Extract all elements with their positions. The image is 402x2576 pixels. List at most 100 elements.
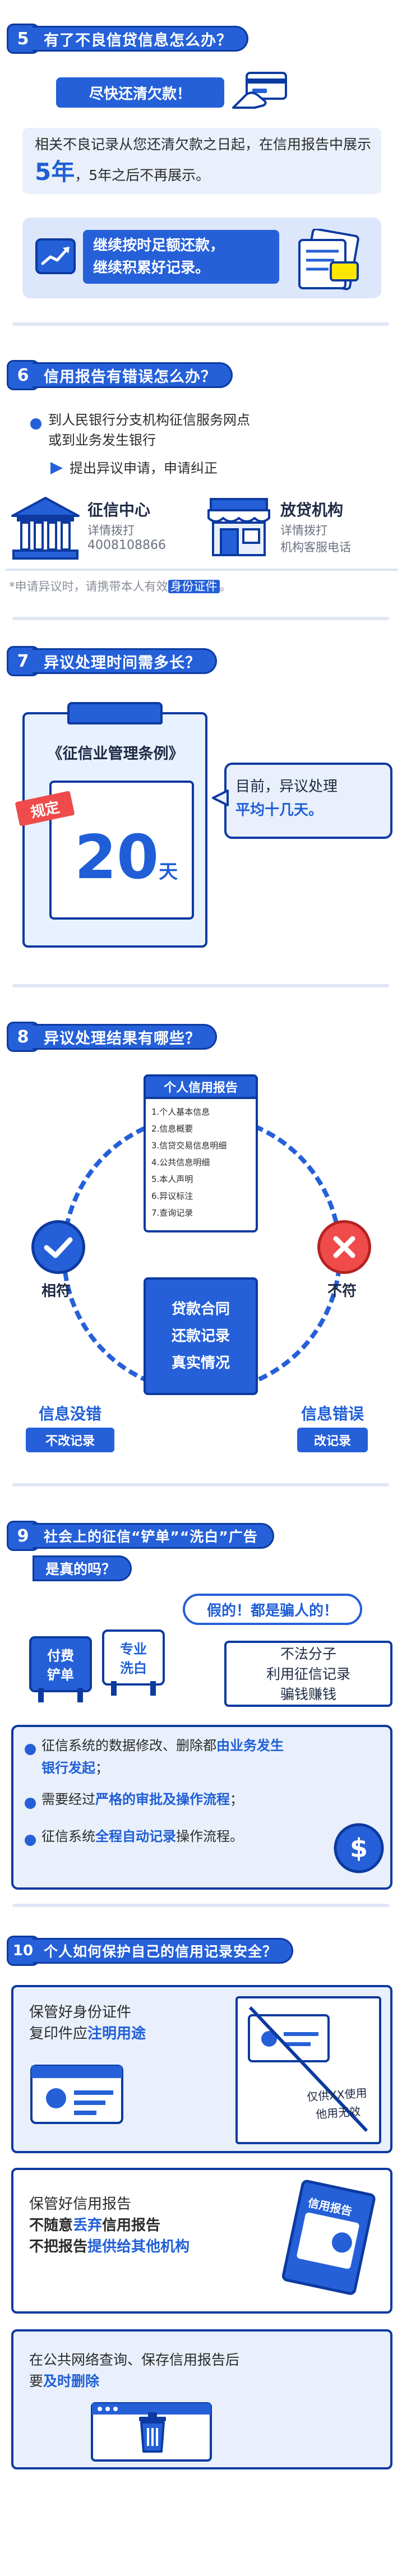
tip-2-line2-highlight: 丢弃 (73, 2217, 103, 2234)
lender-name: 放贷机构 (280, 501, 344, 519)
report-item: 3.信贷交易信息明细 (151, 1141, 227, 1151)
tip-2-line2-prefix: 不随意 (29, 2217, 73, 2234)
fact-3-highlight: 全程自动记录 (95, 1829, 176, 1844)
report-item: 1.个人基本信息 (151, 1107, 210, 1117)
fact-1-highlight: 由业务发生 (216, 1738, 284, 1753)
evidence-line3: 真实情况 (171, 1355, 230, 1372)
facts-card (11, 1725, 392, 1890)
evidence-card: 贷款合同 还款记录 真实情况 (144, 1277, 258, 1395)
rule-text-suffix: ，5年之后不再展示。 (75, 167, 210, 183)
fake-bubble: 假的！都是骗人的！ (183, 1594, 362, 1625)
ad-sign-2 (100, 1627, 167, 1698)
ad-sign-1-line1: 付费 (47, 1648, 74, 1664)
bubble-tail (211, 788, 230, 807)
money-icon: $ (331, 1820, 387, 1876)
check-icon (31, 1220, 85, 1274)
scam-card (224, 1641, 392, 1707)
days-number: 20 (74, 823, 159, 893)
rule-text-line1: 相关不良记录从您还清欠款之日起，在信用报告中展示 (35, 133, 371, 156)
mismatch-label: 不符 (327, 1283, 357, 1300)
stamp-strike (244, 2002, 372, 2136)
fact-2-highlight: 严格的审批及操作流程 (95, 1792, 230, 1807)
ad-sign-1-text: 付费 铲单 (27, 1646, 94, 1684)
credit-report-icon (275, 2178, 381, 2303)
section-10: 10 个人如何保护自己的信用记录安全？ 保管好身份证件 复印件应注明用途 仅供X… (0, 1918, 402, 2576)
divider (12, 617, 389, 620)
tip-1-line1: 保管好身份证件 (29, 2004, 132, 2021)
ad-sign-2-text: 专业 洗白 (100, 1640, 167, 1678)
step-1-line1: 到人民银行分支机构征信服务网点 (48, 412, 250, 428)
report-item: 4.公共信息明细 (151, 1157, 210, 1167)
fact-1-prefix: 征信系统的数据修改、删除都 (41, 1738, 216, 1753)
bullet-dot (25, 1835, 36, 1846)
regulation-title: 《征信业管理条例》 (47, 745, 184, 763)
tip-2-line3: 不把报告提供给其他机构 (29, 2236, 190, 2258)
scam-line1: 不法分子 (280, 1646, 336, 1662)
section-title-bar-2: 是真的吗？ (33, 1555, 132, 1581)
credit-center-name: 征信中心 (87, 501, 151, 519)
rule-text-prefix: 相关不良记录从您还清欠款之日起，在信用报告中展示 (35, 136, 372, 153)
evidence-line1: 贷款合同 (171, 1301, 230, 1318)
section-title-bar: 社会上的征信“铲单”“洗白”广告 (33, 1523, 274, 1549)
section-title-bar: 信用报告有错误怎么办？ (33, 362, 233, 388)
step-2: 提出异议申请，申请纠正 (70, 460, 218, 476)
report-card (144, 1074, 258, 1232)
id-note-highlight: 身份证件 (168, 580, 220, 593)
section-title: 信用报告有错误怎么办？ (44, 368, 216, 386)
bill-cards-icon (289, 228, 373, 290)
section-9-header: 9 社会上的征信“铲单”“洗白”广告 (7, 1520, 394, 1559)
fact-1-line1: 征信系统的数据修改、删除都由业务发生 (41, 1736, 284, 1755)
bullet-dot (25, 1798, 36, 1809)
scam-line2: 利用征信记录 (266, 1666, 350, 1682)
bubble-text-1: 目前，异议处理 (235, 778, 338, 795)
tip-3-line2: 要及时删除 (29, 2371, 239, 2392)
scam-text: 不法分子 利用征信记录 骗钱赚钱 (227, 1644, 390, 1705)
tip-3-line2-prefix: 要 (29, 2373, 44, 2389)
divider (12, 984, 389, 987)
tip-1-text: 保管好身份证件 复印件应注明用途 (29, 2002, 146, 2044)
speech-bubble (224, 763, 392, 839)
section-title: 有了不良信贷信息怎么办？ (44, 31, 232, 49)
credit-center-phone: 4008108866 (87, 538, 166, 552)
report-item: 6.异议标注 (151, 1191, 193, 1201)
fact-2: 需要经过严格的审批及操作流程； (41, 1790, 243, 1809)
fact-1-end: ； (95, 1760, 109, 1776)
result-error: 信息错误 (301, 1405, 364, 1423)
lender-note: 详情拨打 (280, 524, 327, 537)
result-no-error: 信息没错 (38, 1405, 101, 1423)
bank-building-icon (9, 496, 82, 561)
match-label: 相符 (41, 1283, 71, 1300)
trend-chart-icon (35, 238, 76, 275)
clipboard-clip (67, 702, 163, 724)
id-note: *申请异议时，请携带本人有效身份证件。 (9, 578, 232, 594)
fact-3: 征信系统全程自动记录操作流程。 (41, 1827, 243, 1846)
pay-debt-badge: 尽快还清欠款！ (56, 77, 224, 108)
section-6: 6 信用报告有错误怎么办？ 到人民银行分支机构征信服务网点 或到业务发生银行 提… (0, 336, 402, 650)
svg-text:$: $ (350, 1833, 368, 1863)
tip-2-line1: 保管好信用报告 (29, 2196, 132, 2213)
divider (12, 322, 389, 326)
ad-sign-2-line1: 专业 (120, 1641, 147, 1657)
section-title-bar: 有了不良信贷信息怎么办？ (33, 26, 248, 52)
report-items: 1.个人基本信息 2.信息概要 3.信贷交易信息明细 4.公共信息明细 5.本人… (151, 1104, 256, 1221)
tip-3-line2-highlight: 及时删除 (43, 2373, 100, 2389)
step-1-line2: 或到业务发生银行 (48, 432, 156, 448)
section-title-line2: 是真的吗？ (45, 1561, 116, 1577)
section-title: 个人如何保护自己的信用记录安全？ (44, 1943, 278, 1960)
fact-2-end: ； (230, 1792, 243, 1807)
id-card-icon (29, 2063, 124, 2125)
days-unit: 天 (159, 861, 178, 883)
tip-1-line2-highlight: 注明用途 (87, 2025, 146, 2042)
divider (12, 1483, 389, 1486)
section-8-header: 8 异议处理结果有哪些？ (7, 1021, 366, 1053)
stamp-text: 仅供XX使用 他用无效 (297, 2083, 378, 2125)
tip-3-text: 在公共网络查询、保存信用报告后 要及时删除 (29, 2349, 239, 2392)
report-item: 5.本人声明 (151, 1174, 193, 1184)
tip-box: 继续按时足额还款， 继续积累好记录。 (83, 230, 279, 284)
tip-1-line2-prefix: 复印件应 (29, 2025, 88, 2042)
lender-phone-note: 机构客服电话 (280, 541, 351, 554)
rule-card (22, 128, 381, 194)
days-value: 20天 (62, 824, 191, 892)
section-title-bar: 个人如何保护自己的信用记录安全？ (33, 1938, 294, 1964)
